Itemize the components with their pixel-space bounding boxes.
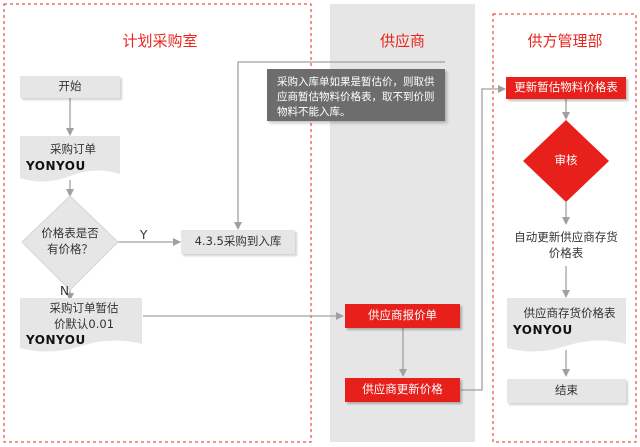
- node-receipt: 4.3.5采购到入库: [181, 230, 295, 254]
- yonyou-logo: YONYOU: [26, 158, 86, 173]
- node-estimate-price-label: 采购订单暂估价默认0.01: [49, 301, 119, 331]
- link-update-estimate-table: [461, 85, 506, 391]
- node-purchase-order-label: 采购订单: [50, 142, 96, 156]
- lane-title-planning: 计划采购室: [122, 32, 198, 50]
- lane-title-supplier: 供应商: [379, 32, 425, 50]
- decision-diamond: [21, 195, 119, 291]
- label-no: N: [60, 284, 69, 298]
- note-callout: 采购入库单如果是暂估价，则取供应商暂估物料价格表，取不到价则物料不能入库。: [267, 69, 445, 121]
- pricetable-doc-shape: [507, 298, 626, 352]
- node-estimate-price: 采购订单暂估价默认0.01 YONYOU: [20, 300, 142, 348]
- node-auto-update: 自动更新供应商存货价格表: [514, 230, 618, 260]
- lane-title-supply-mgmt: 供方管理部: [527, 32, 603, 50]
- node-price-table: 供应商存货价格表 YONYOU: [507, 300, 626, 346]
- node-start: 开始: [20, 76, 120, 98]
- node-purchase-order: 采购订单 YONYOU: [20, 138, 120, 178]
- node-review: 审核: [554, 153, 578, 168]
- review-diamond: [523, 120, 609, 202]
- yonyou-logo: YONYOU: [513, 322, 573, 337]
- node-supplier-update: 供应商更新价格: [345, 378, 460, 402]
- estimate-doc-shape: [20, 298, 142, 352]
- node-supplier-quote: 供应商报价单: [345, 304, 460, 328]
- node-end: 结束: [507, 379, 626, 403]
- yonyou-logo: YONYOU: [26, 333, 86, 348]
- order-doc-shape: [20, 136, 120, 182]
- node-update-estimate-table: 更新暂估物料价格表: [506, 77, 626, 99]
- node-price-table-label: 供应商存货价格表: [523, 306, 616, 320]
- label-yes: Y: [140, 228, 148, 242]
- node-price-check: 价格表是否有价格？: [41, 226, 99, 256]
- link-pricetable-receipt: [234, 61, 445, 230]
- lane-supply-mgmt-frame: [492, 13, 637, 443]
